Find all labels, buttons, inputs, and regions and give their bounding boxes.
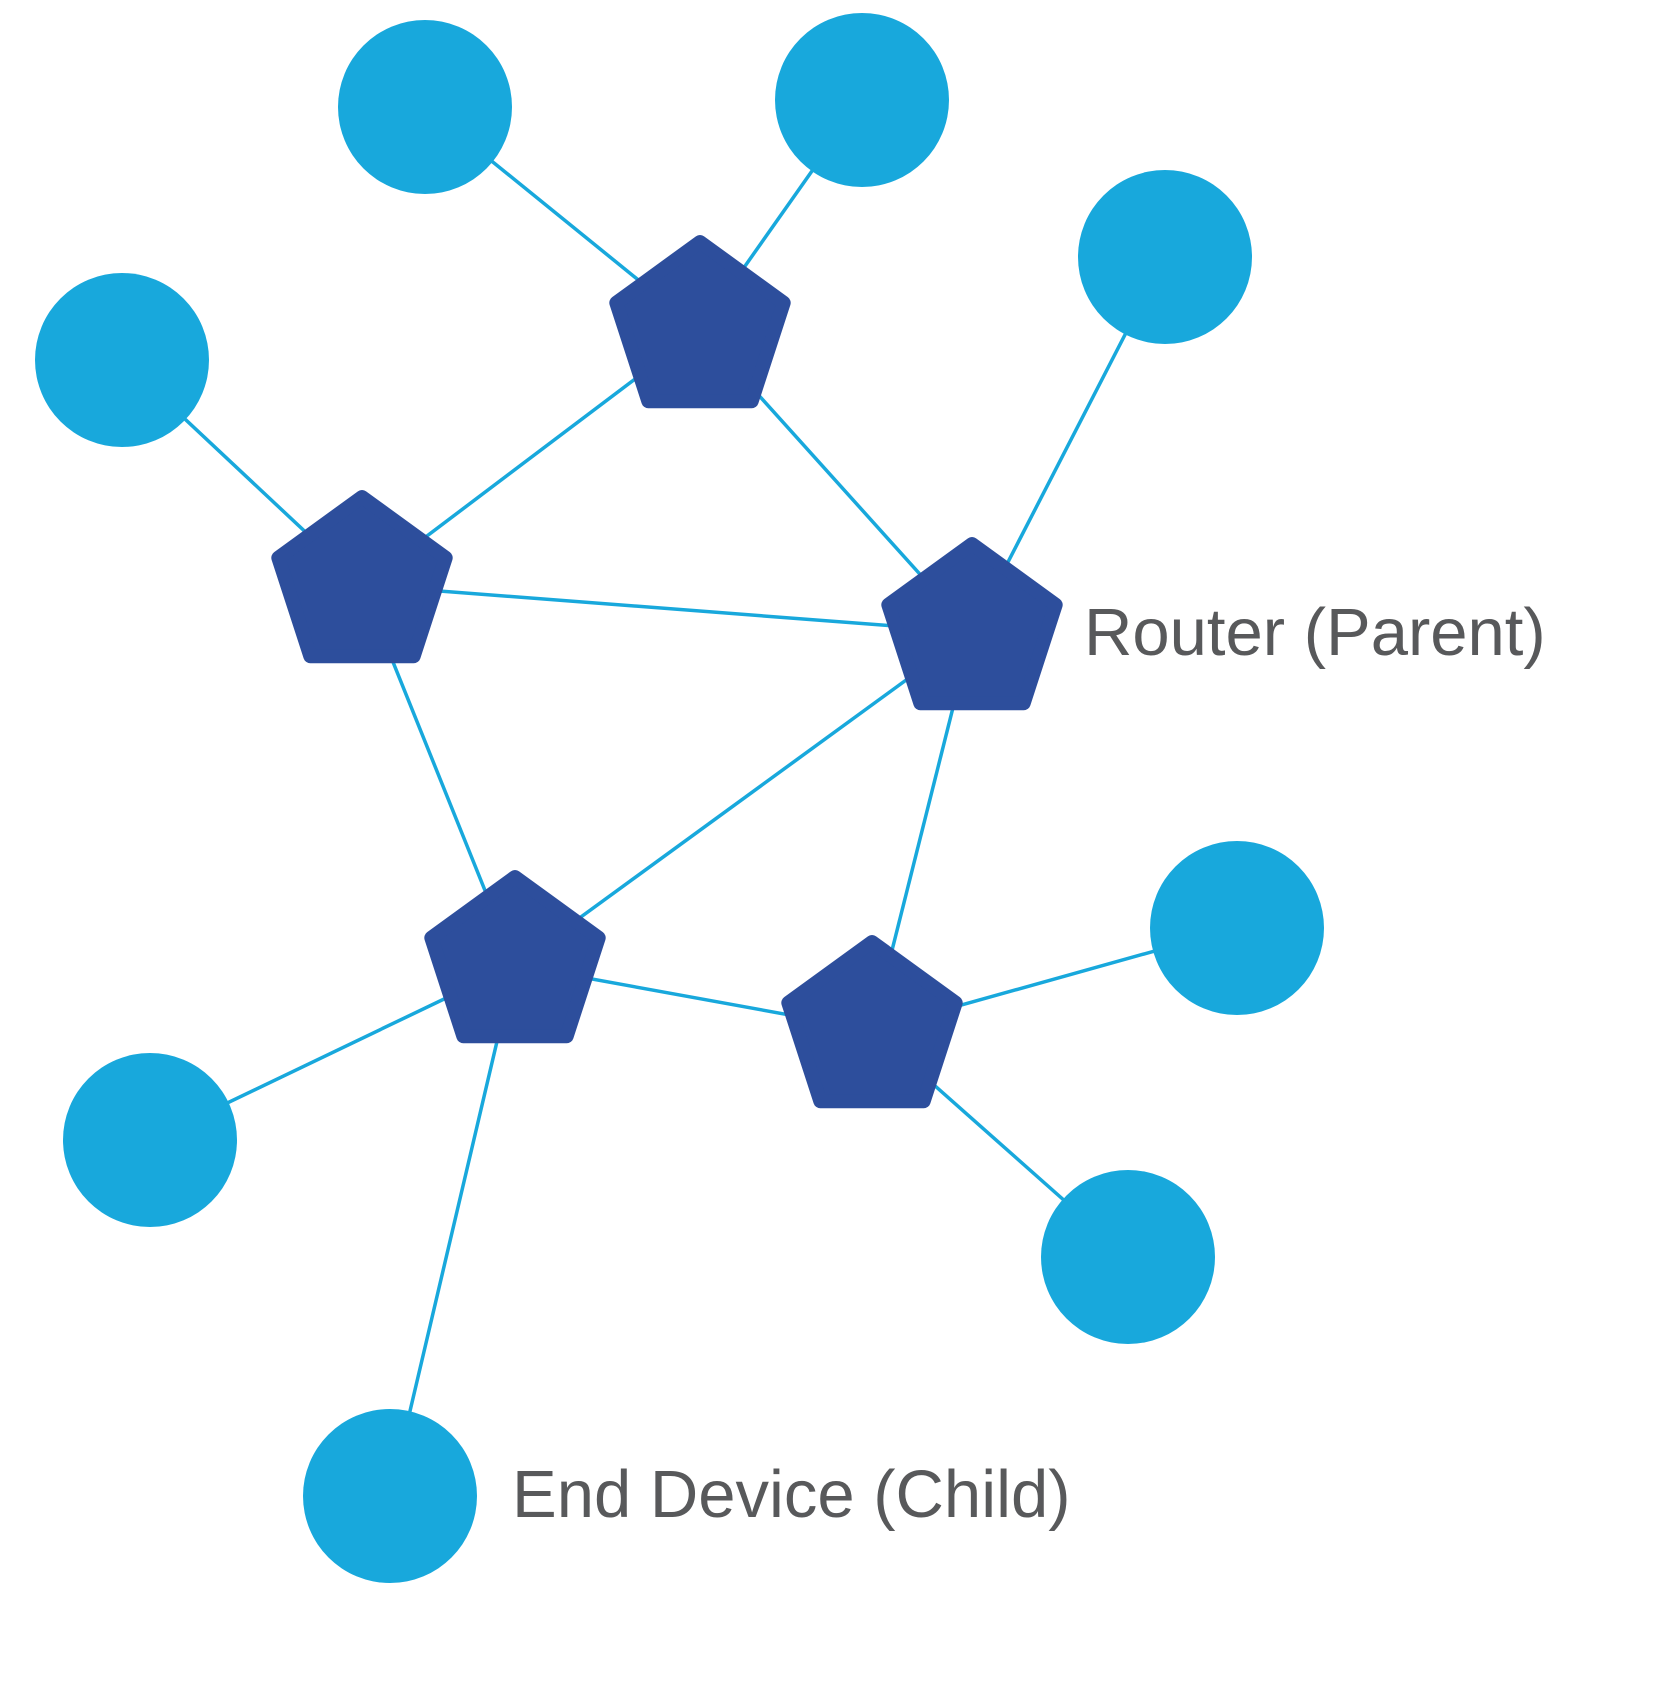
end-device-node [338,20,512,194]
end-device-label: End Device (Child) [512,1457,1071,1532]
end-device-node [35,273,209,447]
router-node [271,490,453,664]
router-node [881,537,1063,711]
end-device-node [1150,841,1324,1015]
router-node [609,235,791,409]
network-link [361,583,973,634]
node-layer [35,13,1324,1583]
router-node [424,870,606,1044]
end-device-node [1041,1170,1215,1344]
end-device-node [775,13,949,187]
network-link [388,964,517,1497]
router-node [781,935,963,1109]
router-label: Router (Parent) [1084,595,1546,670]
network-link [513,630,974,967]
end-device-node [63,1053,237,1227]
end-device-node [303,1409,477,1583]
end-device-node [1078,170,1252,344]
